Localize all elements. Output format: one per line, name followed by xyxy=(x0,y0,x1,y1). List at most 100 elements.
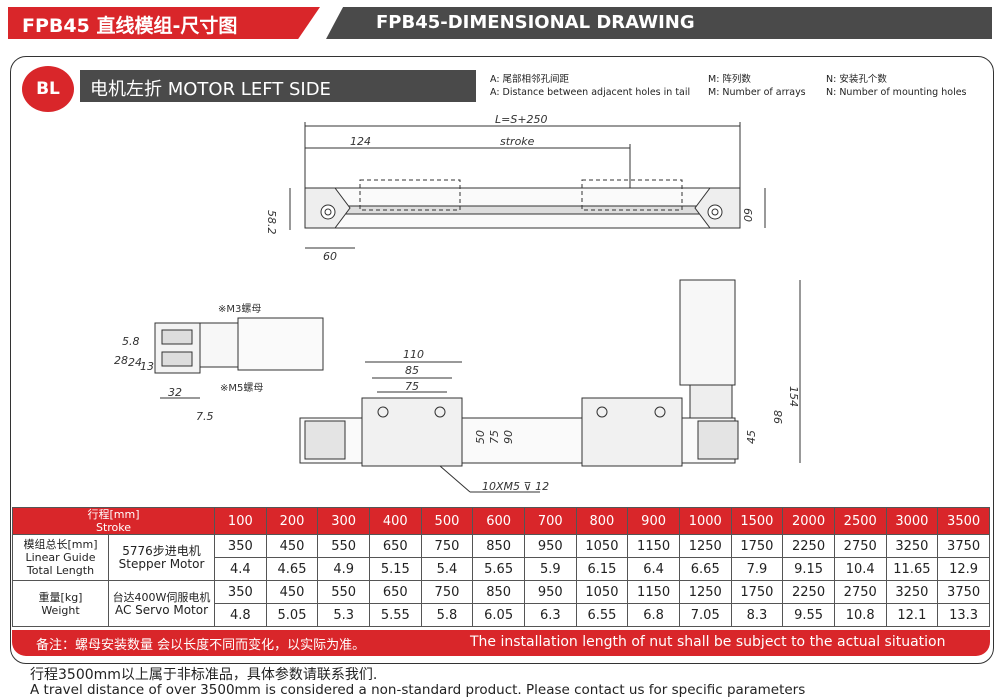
content-frame xyxy=(10,56,994,664)
weight-cell: 4.65 xyxy=(265,557,319,581)
stroke-cell: 100 xyxy=(214,507,267,535)
length-cell: 750 xyxy=(420,534,474,558)
weight-label-en: Weight xyxy=(41,603,80,617)
dim-90: 90 xyxy=(502,430,515,444)
length-cell: 1750 xyxy=(730,534,784,558)
stroke-cell: 900 xyxy=(627,507,680,535)
length-cell: 450 xyxy=(265,534,319,558)
length-cell: 2250 xyxy=(782,534,835,558)
weight-cell: 12.9 xyxy=(937,557,990,581)
dim-154: 154 xyxy=(787,386,800,407)
stroke-cell: 1500 xyxy=(730,507,784,535)
legend-m-cn: M: 阵列数 xyxy=(708,74,751,85)
weight-cell: 6.8 xyxy=(627,603,680,627)
header-title-en: FPB45-DIMENSIONAL DRAWING xyxy=(376,12,695,33)
weight-label-cn: 重量[kg] xyxy=(38,590,83,604)
dim-total-length: L=S+250 xyxy=(495,113,548,126)
weight-cell: 13.3 xyxy=(937,603,990,627)
stroke-cell: 3000 xyxy=(885,507,939,535)
legend-m-en: M: Number of arrays xyxy=(708,87,806,98)
dim-7-5: 7.5 xyxy=(196,410,214,423)
dim-75-vertical: 75 xyxy=(488,430,501,444)
stroke-cell: 600 xyxy=(472,507,525,535)
top-view: L=S+250 124 stroke 58.2 60 60 xyxy=(265,113,766,263)
weight-cell: 4.8 xyxy=(214,603,267,627)
length-cell: 1150 xyxy=(627,580,680,604)
stroke-cell: 1000 xyxy=(678,507,732,535)
dim-58-2: 58.2 xyxy=(265,210,278,235)
stroke-cell: 400 xyxy=(368,507,422,535)
length-cell: 850 xyxy=(472,534,525,558)
weight-cell: 6.15 xyxy=(575,557,629,581)
length-cell: 850 xyxy=(472,580,525,604)
section-badge: BL xyxy=(22,66,74,112)
bottom-view: 110 85 75 50 75 90 45 98 154 10XM5 ⊽ 12 xyxy=(299,279,801,493)
weight-cell: 7.05 xyxy=(678,603,732,627)
legend-a-en: A: Distance between adjacent holes in ta… xyxy=(490,87,691,98)
footer-note-cn: 行程3500mm以上属于非标准品，具体参数请联系我们. xyxy=(30,667,378,683)
length-cell: 950 xyxy=(523,534,577,558)
label-m5-nut: ※M5螺母 xyxy=(220,382,263,394)
length-cell: 650 xyxy=(368,580,422,604)
weight-cell: 5.9 xyxy=(523,557,577,581)
note-en: The installation length of nut shall be … xyxy=(470,634,946,650)
length-label-en2: Total Length xyxy=(26,564,95,577)
stroke-cell: 2000 xyxy=(782,507,835,535)
dim-124: 124 xyxy=(350,135,371,148)
weight-cell: 5.05 xyxy=(265,603,319,627)
stroke-label: 行程[mm]Stroke xyxy=(11,507,216,535)
length-cell: 3250 xyxy=(885,580,939,604)
stroke-cell: 2500 xyxy=(833,507,887,535)
dim-45: 45 xyxy=(745,430,758,444)
length-cell: 3250 xyxy=(885,534,939,558)
section-title-bar: 电机左折 MOTOR LEFT SIDE xyxy=(80,70,476,102)
length-cell: 1750 xyxy=(730,580,784,604)
weight-cell: 6.3 xyxy=(523,603,577,627)
dim-60-left: 60 xyxy=(323,250,337,263)
dim-60-right: 60 xyxy=(741,208,754,222)
dim-75-horizontal: 75 xyxy=(405,380,419,393)
stroke-cell: 500 xyxy=(420,507,474,535)
weight-cell: 6.55 xyxy=(575,603,629,627)
label-m3-nut: ※M3螺母 xyxy=(218,303,261,315)
stroke-cell: 300 xyxy=(317,507,370,535)
length-cell: 2750 xyxy=(833,534,887,558)
weight-cell: 5.65 xyxy=(472,557,525,581)
weight-cell: 12.1 xyxy=(885,603,939,627)
weight-cell: 5.15 xyxy=(368,557,422,581)
length-label-en1: Linear Guide xyxy=(25,551,96,564)
length-cell: 2750 xyxy=(833,580,887,604)
length-cell: 550 xyxy=(317,580,370,604)
length-cell: 2250 xyxy=(782,580,835,604)
stroke-cell: 800 xyxy=(575,507,629,535)
weight-cell: 10.4 xyxy=(833,557,887,581)
footer-note-en: A travel distance of over 3500mm is cons… xyxy=(30,682,806,698)
stroke-cell: 3500 xyxy=(937,507,990,535)
dimensional-drawing: L=S+250 124 stroke 58.2 60 60 ※M3螺母 ※M5螺… xyxy=(114,113,801,493)
section-title: 电机左折 MOTOR LEFT SIDE xyxy=(90,79,331,100)
weight-cell: 8.3 xyxy=(730,603,784,627)
length-cell: 750 xyxy=(420,580,474,604)
stroke-cell: 200 xyxy=(265,507,319,535)
header-title-cn: FPB45 直线模组-尺寸图 xyxy=(22,15,238,37)
stepper-label-cn: 5776步进电机 xyxy=(122,543,201,558)
weight-cell: 5.4 xyxy=(420,557,474,581)
weight-cell: 4.4 xyxy=(214,557,267,581)
length-cell: 3750 xyxy=(937,534,990,558)
dim-85: 85 xyxy=(405,364,419,377)
dim-24: 24 xyxy=(128,356,142,369)
stroke-cell: 700 xyxy=(523,507,577,535)
length-cell: 350 xyxy=(214,534,267,558)
stroke-label-en: Stroke xyxy=(95,521,132,534)
side-view: ※M3螺母 ※M5螺母 5.8 28 24 13 32 7.5 xyxy=(114,303,324,423)
weight-label: 重量[kg]Weight xyxy=(12,580,109,627)
label-mounting-holes: 10XM5 ⊽ 12 xyxy=(482,480,549,493)
